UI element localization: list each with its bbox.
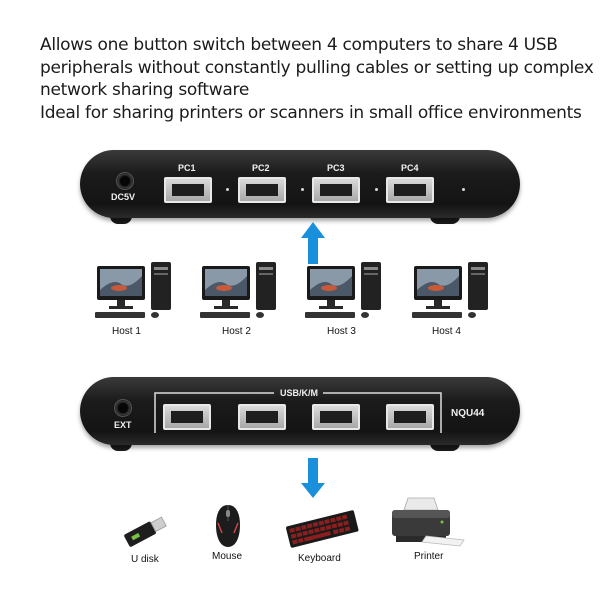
device-body (80, 150, 520, 218)
top-switch-device: DC5V PC1 PC2 PC3 PC4 (80, 150, 520, 230)
host-computer-2: Host 2 (200, 262, 280, 342)
usb-port (312, 404, 360, 430)
power-jack (116, 172, 134, 190)
host-label: Host 1 (112, 326, 141, 337)
arrow-down-icon (301, 458, 325, 498)
computer-icon (412, 262, 488, 318)
peripheral-label: Printer (414, 551, 444, 562)
peripheral-label: U disk (131, 554, 159, 565)
host-label: Host 2 (222, 326, 251, 337)
model-label: NQU44 (451, 408, 485, 419)
port-group-bracket (154, 392, 442, 433)
peripheral-label: Keyboard (298, 553, 341, 564)
host-computer-1: Host 1 (95, 262, 175, 342)
peripheral-label: Mouse (212, 551, 243, 562)
bottom-switch-device: EXT USB/K/M NQU44 (80, 377, 520, 457)
computer-icon (200, 262, 276, 318)
arrow-up-icon (301, 222, 325, 264)
printer-icon (392, 497, 465, 547)
keyboard-icon (286, 510, 359, 548)
description: Allows one button switch between 4 compu… (40, 34, 594, 124)
port-label-pc4: PC4 (401, 163, 419, 173)
usb-drive-icon (124, 516, 167, 547)
port-label-pc2: PC2 (252, 163, 270, 173)
description-line: peripherals without constantly pulling c… (40, 57, 594, 78)
host-label: Host 3 (327, 326, 356, 337)
power-label: DC5V (111, 192, 136, 202)
port-label-pc1: PC1 (178, 163, 196, 173)
usb-port (386, 177, 434, 203)
usb-port (164, 177, 212, 203)
computer-icon (305, 262, 381, 318)
host-label: Host 4 (432, 326, 461, 337)
indicator-light (301, 188, 304, 191)
description-line: Allows one button switch between 4 compu… (40, 35, 558, 55)
host-computer-3: Host 3 (305, 262, 385, 342)
indicator-light (462, 188, 465, 191)
usb-port (238, 177, 286, 203)
device-body (80, 377, 520, 445)
indicator-light (375, 188, 378, 191)
mouse-icon (216, 505, 240, 547)
computer-icon (95, 262, 171, 318)
usb-port (238, 404, 286, 430)
description-line: Ideal for sharing printers or scanners i… (40, 102, 582, 123)
usb-port (386, 404, 434, 430)
indicator-light (226, 188, 229, 191)
usb-port (312, 177, 360, 203)
description-line: network sharing software (40, 80, 249, 100)
ext-jack (114, 399, 132, 417)
port-label-pc3: PC3 (327, 163, 345, 173)
port-group-label: USB/K/M (280, 388, 318, 398)
ext-label: EXT (114, 420, 132, 430)
usb-port (163, 404, 211, 430)
host-computer-4: Host 4 (412, 262, 492, 342)
